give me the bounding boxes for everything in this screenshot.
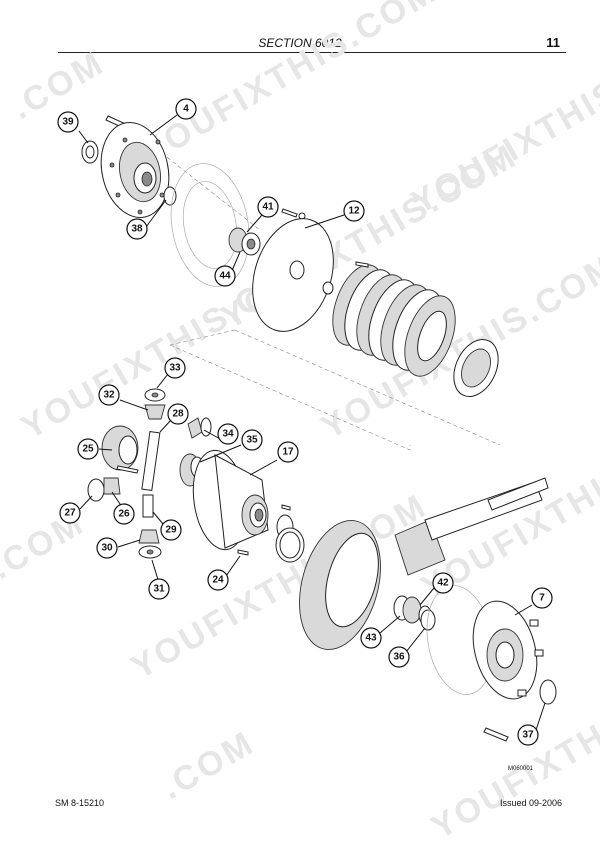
callout-36: 36 — [388, 646, 410, 668]
diff-case-17 — [192, 449, 269, 551]
pinion-gear-26 — [103, 477, 121, 495]
callout-42: 42 — [432, 572, 454, 594]
svg-text:35: 35 — [246, 435, 258, 446]
backing-plate — [453, 339, 499, 397]
svg-text:12: 12 — [348, 206, 360, 217]
svg-text:4: 4 — [183, 104, 189, 115]
svg-text:43: 43 — [365, 633, 377, 644]
upper-assembly — [81, 115, 499, 397]
callout-31: 31 — [148, 578, 170, 600]
header-rule — [58, 52, 566, 53]
svg-text:37: 37 — [522, 730, 534, 741]
side-gear-25 — [101, 425, 139, 471]
callout-12: 12 — [343, 200, 365, 222]
callout-44: 44 — [214, 265, 236, 287]
svg-text:36: 36 — [393, 652, 405, 663]
svg-text:42: 42 — [437, 578, 449, 589]
diff-case-half-7 — [472, 600, 544, 700]
cross-shaft-28 — [141, 431, 161, 491]
bearing-43 — [393, 595, 422, 624]
svg-text:17: 17 — [282, 447, 294, 458]
pinion-gear-34 — [187, 417, 203, 439]
callout-29: 29 — [160, 519, 182, 541]
callout-26: 26 — [113, 503, 135, 525]
callout-labels: 39 4 38 41 12 44 33 32 28 34 35 17 25 27… — [57, 98, 553, 746]
svg-text:28: 28 — [172, 409, 184, 420]
svg-text:7: 7 — [539, 593, 545, 604]
callout-35: 35 — [241, 429, 263, 451]
callout-33: 33 — [164, 357, 186, 379]
callout-24: 24 — [207, 569, 229, 591]
svg-text:33: 33 — [169, 363, 181, 374]
page-number: 11 — [546, 35, 560, 50]
watermark: YOUFIXTHIS.COM — [135, 0, 444, 172]
issue-date: Issued 09-2006 — [499, 798, 562, 808]
svg-text:31: 31 — [153, 584, 165, 595]
watermark: .COM — [155, 724, 261, 807]
callout-41: 41 — [257, 196, 279, 218]
svg-text:29: 29 — [165, 525, 177, 536]
svg-text:27: 27 — [64, 508, 76, 519]
bearing-41 — [228, 227, 261, 256]
callout-43: 43 — [360, 627, 382, 649]
watermark: YOUFIXTHIS.COM — [125, 487, 434, 687]
callout-28: 28 — [167, 403, 189, 425]
svg-text:38: 38 — [131, 224, 143, 235]
svg-text:39: 39 — [62, 117, 74, 128]
svg-text:26: 26 — [118, 509, 130, 520]
callout-37: 37 — [517, 724, 539, 746]
callout-7: 7 — [531, 587, 553, 609]
callout-27: 27 — [59, 502, 81, 524]
ring-36 — [420, 609, 436, 631]
figure-reference: M060001 — [508, 766, 534, 772]
callout-25: 25 — [77, 438, 99, 460]
diff-case-half-4 — [100, 122, 170, 218]
callout-38: 38 — [126, 218, 148, 240]
callout-30: 30 — [96, 537, 118, 559]
callout-34: 34 — [217, 423, 239, 445]
svg-text:44: 44 — [219, 271, 231, 282]
svg-text:24: 24 — [212, 575, 224, 586]
lower-assembly — [87, 388, 557, 742]
svg-text:32: 32 — [103, 390, 115, 401]
callout-4: 4 — [175, 98, 197, 120]
watermark: .COM — [5, 44, 111, 127]
section-title: SECTION 6012 — [258, 36, 342, 50]
callout-32: 32 — [98, 384, 120, 406]
document-code: SM 8-15210 — [55, 798, 105, 808]
spring-pin-29 — [142, 494, 154, 518]
pinion-gear-32 — [144, 404, 166, 420]
crown-wheel — [299, 520, 381, 650]
pinion-shaft — [394, 477, 549, 576]
clutch-disc-pack — [332, 264, 456, 377]
thrust-ring-38 — [163, 186, 177, 206]
callout-39: 39 — [57, 111, 79, 133]
svg-text:41: 41 — [262, 202, 274, 213]
svg-text:34: 34 — [222, 429, 234, 440]
pinion-gear-30 — [138, 529, 160, 544]
callout-17: 17 — [277, 441, 299, 463]
svg-text:25: 25 — [82, 444, 94, 455]
svg-text:30: 30 — [101, 543, 113, 554]
shim-37 — [539, 679, 557, 705]
ghost-plate-upper — [170, 163, 250, 287]
